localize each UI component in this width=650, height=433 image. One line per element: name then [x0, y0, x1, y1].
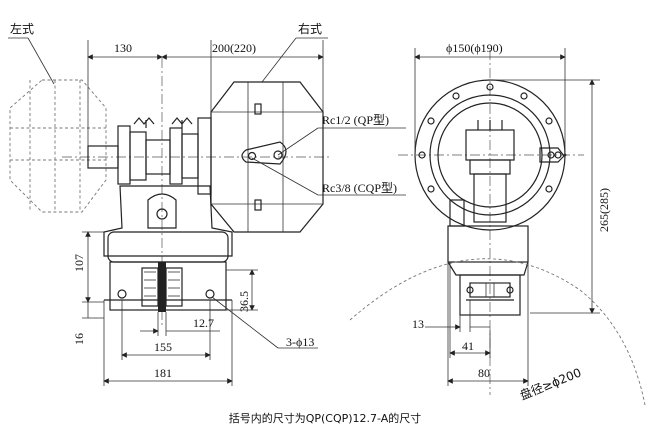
dim-36-5: 36.5 — [237, 291, 251, 312]
dim-155: 155 — [154, 340, 172, 354]
dim-80: 80 — [478, 366, 490, 380]
end-view-stem — [447, 120, 529, 316]
left-type-label: 左式 — [10, 21, 34, 36]
shaft-assembly — [87, 117, 212, 195]
dim-13: 13 — [412, 317, 424, 331]
right-type-housing — [210, 81, 324, 233]
dim-12-7: 12.7 — [193, 316, 214, 330]
dim-200: 200(220) — [212, 41, 256, 55]
caliper-pads — [104, 261, 232, 312]
dim-181: 181 — [154, 366, 172, 380]
bracket-body — [103, 185, 233, 263]
dim-130: 130 — [114, 41, 132, 55]
port-qp-label: Rc1/2 (QP型) — [322, 113, 389, 127]
dim-107: 107 — [72, 254, 86, 272]
disc-note: 盘径≥ϕ200 — [518, 365, 584, 403]
dim-41: 41 — [462, 339, 474, 353]
right-type-label: 右式 — [298, 21, 322, 36]
dim-16: 16 — [72, 333, 86, 345]
port-cqp-label: Rc3/8 (CQP型) — [322, 181, 397, 195]
dim-265: 265(285) — [597, 188, 611, 232]
holes-label: 3-ϕ13 — [286, 335, 314, 349]
right-view-dimensions — [414, 48, 600, 386]
port-plate — [241, 141, 287, 165]
disc-arc — [349, 258, 646, 406]
left-view-dimensions — [8, 37, 406, 386]
left-type-dashed-housing — [9, 79, 107, 213]
caption: 括号内的尺寸为QP(CQP)12.7-A的尺寸 — [228, 412, 422, 425]
dim-phi150: ϕ150(ϕ190) — [446, 41, 503, 55]
